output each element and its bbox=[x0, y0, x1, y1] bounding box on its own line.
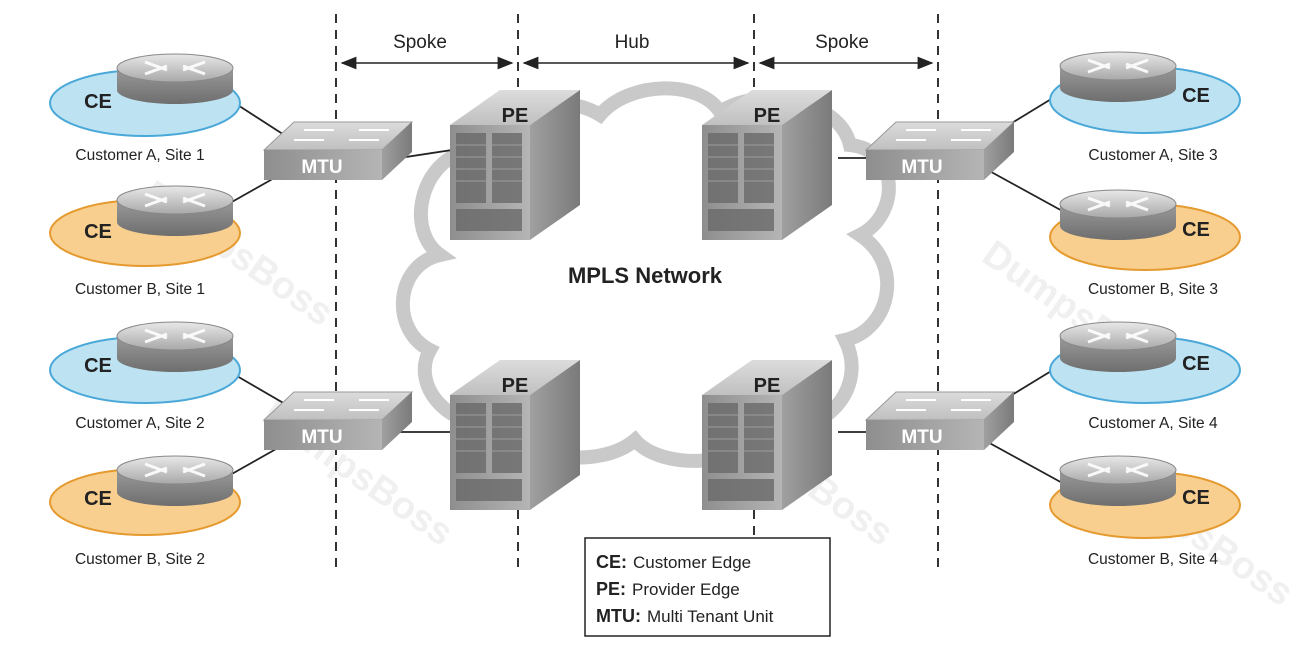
mtu-switch-left-bottom: MTU bbox=[263, 391, 413, 451]
site-a3: CE Customer A, Site 3 bbox=[1049, 50, 1241, 164]
legend-abbr: MTU: bbox=[596, 606, 641, 626]
pe-router-top-right: PE bbox=[701, 89, 833, 241]
ce-router-icon bbox=[115, 454, 235, 508]
mtu-switch-right-top: MTU bbox=[865, 121, 1015, 181]
site-label: Customer A, Site 2 bbox=[75, 415, 204, 432]
site-label: Customer B, Site 4 bbox=[1088, 551, 1218, 568]
site-label: Customer B, Site 1 bbox=[75, 281, 205, 298]
zone-label-hub: Hub bbox=[615, 32, 650, 53]
site-label: Customer A, Site 1 bbox=[75, 147, 204, 164]
mtu-label: MTU bbox=[901, 157, 942, 178]
legend-item-ce: CE: Customer Edge bbox=[596, 552, 751, 572]
mtu-label: MTU bbox=[901, 427, 942, 448]
site-b4: CE Customer B, Site 4 bbox=[1049, 454, 1241, 568]
mtu-switch-left-top: MTU bbox=[263, 121, 413, 181]
site-a2: CE Customer A, Site 2 bbox=[49, 320, 241, 432]
ce-router-icon bbox=[115, 320, 235, 374]
legend-abbr: PE: bbox=[596, 579, 626, 599]
pe-label: PE bbox=[502, 105, 529, 127]
ce-router-icon bbox=[1058, 454, 1178, 508]
ce-label: CE bbox=[1182, 353, 1210, 375]
pe-label: PE bbox=[754, 375, 781, 397]
ce-label: CE bbox=[84, 91, 112, 113]
legend-text: Customer Edge bbox=[633, 553, 751, 572]
zone-label-right-spoke: Spoke bbox=[815, 32, 869, 53]
ce-router-icon bbox=[1058, 320, 1178, 374]
legend-text: Multi Tenant Unit bbox=[647, 607, 774, 626]
ce-router-icon bbox=[1058, 188, 1178, 242]
site-a1: CE Customer A, Site 1 bbox=[49, 52, 241, 164]
site-b3: CE Customer B, Site 3 bbox=[1049, 188, 1241, 298]
ce-label: CE bbox=[84, 355, 112, 377]
pe-router-bottom-left: PE bbox=[449, 359, 581, 511]
site-label: Customer A, Site 4 bbox=[1088, 415, 1218, 432]
legend-text: Provider Edge bbox=[632, 580, 740, 599]
pe-label: PE bbox=[502, 375, 529, 397]
ce-router-icon bbox=[1058, 50, 1178, 104]
site-label: Customer A, Site 3 bbox=[1088, 147, 1217, 164]
ce-label: CE bbox=[84, 221, 112, 243]
mtu-label: MTU bbox=[301, 157, 342, 178]
legend-item-mtu: MTU: Multi Tenant Unit bbox=[596, 606, 774, 626]
pe-label: PE bbox=[754, 105, 781, 127]
legend-abbr: CE: bbox=[596, 552, 627, 572]
site-b1: CE Customer B, Site 1 bbox=[49, 184, 241, 298]
zone-label-left-spoke: Spoke bbox=[393, 32, 447, 53]
legend-item-pe: PE: Provider Edge bbox=[596, 579, 740, 599]
ce-label: CE bbox=[84, 488, 112, 510]
pe-router-top-left: PE bbox=[449, 89, 581, 241]
mtu-switch-right-bottom: MTU bbox=[865, 391, 1015, 451]
mtu-label: MTU bbox=[301, 427, 342, 448]
network-label: MPLS Network bbox=[568, 263, 723, 288]
site-label: Customer B, Site 2 bbox=[75, 551, 205, 568]
ce-router-icon bbox=[115, 52, 235, 106]
pe-router-bottom-right: PE bbox=[701, 359, 833, 511]
ce-label: CE bbox=[1182, 85, 1210, 107]
site-label: Customer B, Site 3 bbox=[1088, 281, 1218, 298]
ce-label: CE bbox=[1182, 487, 1210, 509]
ce-label: CE bbox=[1182, 219, 1210, 241]
legend-box: CE: Customer Edge PE: Provider Edge MTU: Mu… bbox=[584, 537, 831, 637]
ce-router-icon bbox=[115, 184, 235, 238]
site-b2: CE Customer B, Site 2 bbox=[49, 454, 241, 568]
site-a4: CE Customer A, Site 4 bbox=[1049, 320, 1241, 432]
